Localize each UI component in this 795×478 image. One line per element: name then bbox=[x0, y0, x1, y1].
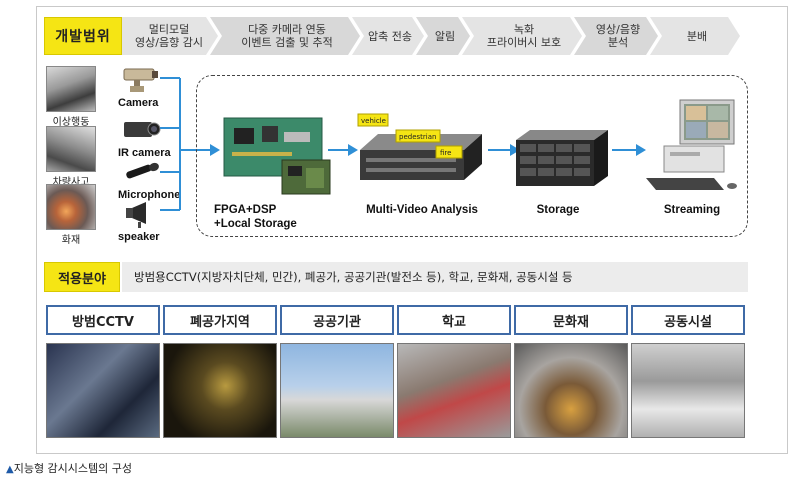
incident-caption: 이상행동 bbox=[52, 117, 90, 128]
speaker-icon bbox=[126, 202, 146, 228]
tile-header: 학교 bbox=[397, 305, 511, 335]
sensor-speaker: speaker bbox=[118, 200, 162, 243]
sensor-microphone: Microphone bbox=[118, 158, 180, 201]
ir-camera-icon bbox=[124, 122, 161, 137]
scope-step: 멀티모덜 영상/음향 감시 bbox=[122, 17, 218, 55]
processing-pipeline-box bbox=[196, 75, 748, 237]
sensor-label: speaker bbox=[118, 231, 160, 243]
sensor-ir-camera: IR camera bbox=[118, 116, 171, 159]
abnormal-behavior-photo bbox=[46, 66, 96, 112]
sensor-label: Camera bbox=[118, 97, 159, 109]
tag-vehicle: vehicle bbox=[361, 117, 386, 125]
streaming-workstation-image bbox=[646, 99, 737, 190]
fpga-label: FPGA+DSP +Local Storage bbox=[214, 203, 324, 231]
application-tiles: 방범CCTV 폐공가지역 공공기관 학교 문화재 공동시설 bbox=[46, 305, 748, 438]
tile-header: 공공기관 bbox=[280, 305, 394, 335]
tag-fire: fire bbox=[440, 149, 451, 157]
tile-header: 문화재 bbox=[514, 305, 628, 335]
application-label: 적용분야 bbox=[44, 262, 120, 292]
incident-fire: 화재 bbox=[46, 184, 96, 246]
power-plant-photo bbox=[280, 343, 394, 438]
scope-step: 녹화 프라이버시 보호 bbox=[462, 17, 582, 55]
storage-label: Storage bbox=[536, 204, 580, 216]
analysis-label: Multi-Video Analysis bbox=[366, 204, 478, 216]
analysis-server-image: vehicle pedestrian fire bbox=[357, 113, 482, 180]
incident-caption: 차량사고 bbox=[52, 177, 90, 188]
incident-abnormal: 이상행동 bbox=[46, 66, 96, 128]
tile-abandoned-area: 폐공가지역 bbox=[163, 305, 277, 438]
caption-text: 지능형 감시시스템의 구성 bbox=[13, 462, 133, 475]
tile-header: 방범CCTV bbox=[46, 305, 160, 335]
ptz-camera-icon bbox=[123, 68, 158, 92]
scope-step: 분배 bbox=[650, 17, 740, 55]
fire-photo bbox=[46, 184, 96, 230]
scope-steps: 멀티모덜 영상/음향 감시 다중 카메라 연동 이벤트 검출 및 추적 압축 전… bbox=[122, 17, 740, 55]
application-description: 방범용CCTV(지방자치단체, 민간), 폐공가, 공공기관(발전소 등), 학… bbox=[122, 262, 748, 292]
sensor-label: IR camera bbox=[118, 147, 171, 159]
car-accident-photo bbox=[46, 126, 96, 172]
fpga-board-image bbox=[223, 117, 331, 195]
sensor-camera: Camera bbox=[118, 66, 162, 109]
tile-header: 폐공가지역 bbox=[163, 305, 277, 335]
scope-label: 개발범위 bbox=[44, 17, 122, 55]
cultural-heritage-photo bbox=[514, 343, 628, 438]
streaming-label: Streaming bbox=[663, 204, 721, 216]
scope-step: 압축 전송 bbox=[352, 17, 424, 55]
tag-pedestrian: pedestrian bbox=[399, 133, 436, 141]
fpga-label-line2: +Local Storage bbox=[214, 218, 297, 230]
scope-step: 다중 카메라 연동 이벤트 검출 및 추적 bbox=[210, 17, 360, 55]
school-photo bbox=[397, 343, 511, 438]
figure-caption: ▲지능형 감시시스템의 구성 bbox=[6, 460, 132, 476]
caption-marker: ▲ bbox=[6, 464, 14, 475]
fpga-label-line1: FPGA+DSP bbox=[214, 204, 277, 216]
storage-rack-image bbox=[516, 130, 608, 186]
tile-cultural-heritage: 문화재 bbox=[514, 305, 628, 438]
scope-step: 영상/음향 분석 bbox=[574, 17, 658, 55]
tile-public-facility: 공공기관 bbox=[280, 305, 394, 438]
tile-header: 공동시설 bbox=[631, 305, 745, 335]
sensor-label: Microphone bbox=[118, 189, 181, 201]
parking-garage-photo bbox=[631, 343, 745, 438]
microphone-icon bbox=[126, 162, 159, 179]
tile-crime-cctv: 방범CCTV bbox=[46, 305, 160, 438]
tile-shared-facility: 공동시설 bbox=[631, 305, 745, 438]
crime-cctv-photo bbox=[46, 343, 160, 438]
abandoned-area-photo bbox=[163, 343, 277, 438]
tile-school: 학교 bbox=[397, 305, 511, 438]
incident-car: 차량사고 bbox=[46, 126, 96, 188]
incident-caption: 화재 bbox=[61, 235, 81, 246]
